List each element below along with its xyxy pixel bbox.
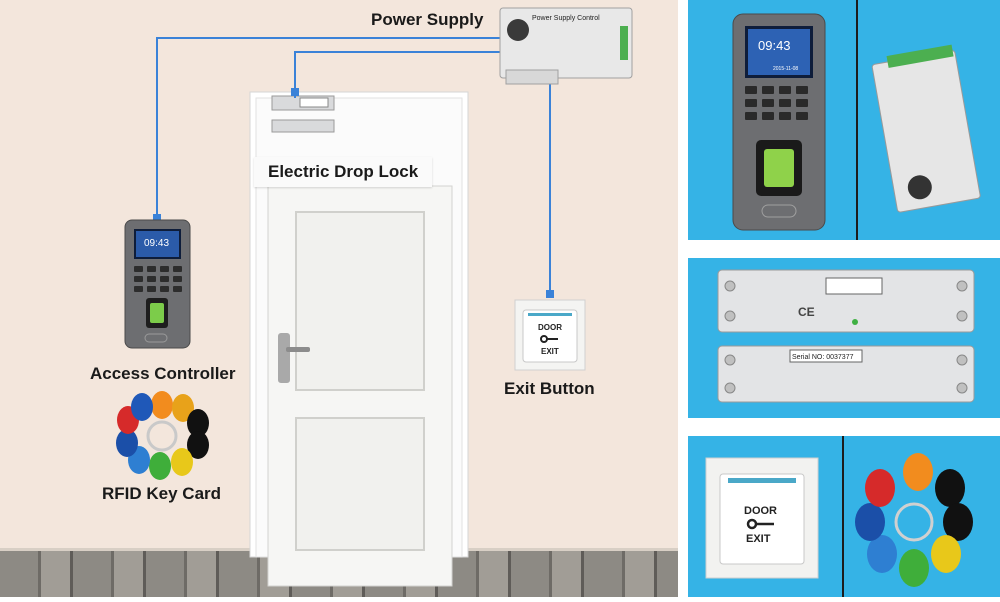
rfid-key-fobs [116,391,209,480]
power-supply-device: Power Supply Control [499,7,633,85]
drop-lock-on-frame [271,95,335,133]
photo-key-icon [746,518,774,530]
photo-lock-serial: Serial NO: 0037377 [792,354,854,361]
wires [156,37,551,298]
psu-title: Power Supply Control [532,15,600,22]
wiring-diagram-panel: Power Supply Control 09:43 DOOR EXIT [0,0,678,597]
exit-bottom-text: EXIT [541,347,559,356]
photo-fingerprint-icon [764,149,794,187]
photo-controller-time: 09:43 [758,38,791,53]
label-rfid-key-card: RFID Key Card [102,484,222,503]
ce-mark-icon: CE [798,305,815,319]
photo-controller-date: 2015-11-08 [773,66,798,72]
photo-exit-bottom-text: EXIT [746,533,771,545]
access-controller-device: 09:43 [124,219,191,349]
photo-controller-psu-svg: 09:43 2015-11-08 [732,0,981,240]
fingerprint-icon [150,303,164,323]
exit-button-device: DOOR EXIT [514,299,586,371]
photo-panel-lock: CE Serial NO: 0037377 [688,258,1000,418]
wiring-svg: Power Supply Control 09:43 DOOR EXIT [116,7,633,587]
photo-lock-svg: CE Serial NO: 0037377 [717,269,975,403]
door [267,185,453,587]
photo-panel-exit-fobs: DOOR EXIT [688,436,1000,597]
photo-exit-fobs-svg: DOOR EXIT [705,436,973,597]
label-electric-drop-lock: Electric Drop Lock [254,157,433,187]
photo-exit-top-text: DOOR [744,505,777,517]
key-icon [540,335,558,343]
label-exit-button: Exit Button [504,379,595,398]
wire-ends [153,88,554,298]
controller-time: 09:43 [144,238,169,249]
exit-top-text: DOOR [538,323,562,332]
photo-panel-controller-psu: 09:43 2015-11-08 [688,0,1000,240]
label-power-supply: Power Supply [371,10,484,29]
label-access-controller: Access Controller [90,364,236,383]
